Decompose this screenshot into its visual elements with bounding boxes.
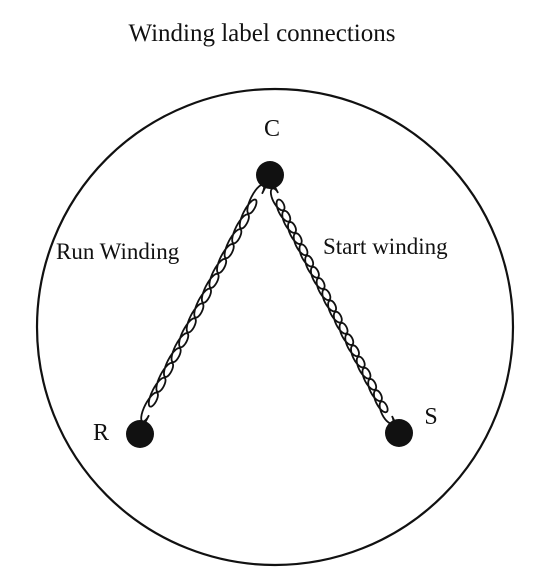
start-winding-label: Start winding [323, 234, 448, 259]
terminal-s-dot [385, 419, 413, 447]
terminal-r-label: R [93, 420, 109, 446]
terminal-s-label: S [424, 404, 437, 430]
terminal-c-label: C [264, 116, 280, 142]
terminal-r-dot [126, 420, 154, 448]
compressor-housing-circle [35, 87, 515, 567]
run-winding-label: Run Winding [56, 239, 180, 264]
start-winding-coil [269, 186, 396, 425]
terminal-c-dot [256, 161, 284, 189]
diagram-title: Winding label connections [129, 20, 396, 47]
run-winding-coil [140, 183, 267, 424]
